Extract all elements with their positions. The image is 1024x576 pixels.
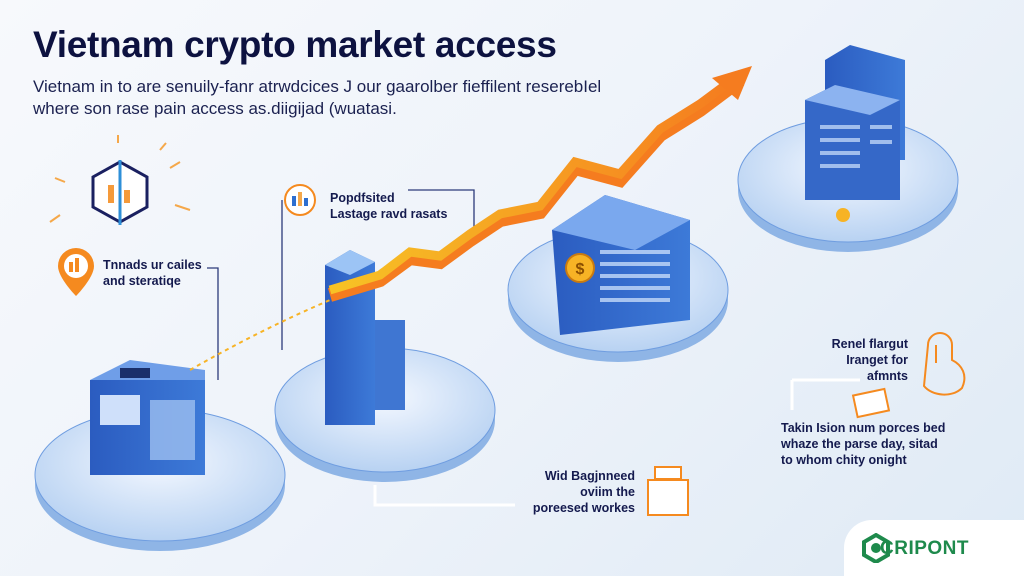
platform-left xyxy=(34,360,286,551)
callout-line: to whom chity onight xyxy=(781,453,907,467)
document-icon xyxy=(851,387,891,419)
callout-line: Iranget for xyxy=(846,353,908,367)
page-title: Vietnam crypto market access xyxy=(33,24,557,65)
subtitle: Vietnam in to are senuily-fanr atrwdcice… xyxy=(33,76,601,120)
dollar-coin-icon xyxy=(565,253,595,283)
callout-renel: Renel flargut Iranget for afmnts xyxy=(800,336,908,384)
callout-line: afmnts xyxy=(867,369,908,383)
svg-text:$: $ xyxy=(576,261,585,278)
box-icon xyxy=(647,466,689,516)
callout-line: poreesed workes xyxy=(532,501,635,515)
brand-name: CRIPONT xyxy=(880,538,969,559)
callout-line: Renel flargut xyxy=(831,337,908,351)
callout-line: whaze the parse day, sitad xyxy=(781,437,938,451)
connector-lines xyxy=(207,189,860,507)
callout-popdfsited: Popdfsited Lastage ravd rasats xyxy=(330,190,447,222)
platform-top-right xyxy=(737,45,959,252)
callout-line: oviim the xyxy=(580,485,635,499)
callout-line: Lastage ravd rasats xyxy=(330,207,448,221)
target-chart-icon xyxy=(284,184,316,216)
callout-line: and steratiqe xyxy=(103,274,181,288)
callout-line: Tnnads ur cailes xyxy=(103,258,202,272)
callout-line: Wid Bagjnneed xyxy=(544,469,635,483)
hexagon-chart-icon xyxy=(49,135,191,225)
callout-wid: Wid Bagjnneed oviim the poreesed workes xyxy=(520,468,635,516)
hand-icon xyxy=(922,332,966,396)
rising-arrow xyxy=(189,66,752,371)
callout-trends: Tnnads ur cailes and steratiqe xyxy=(103,257,202,289)
platform-right: $ xyxy=(507,195,729,362)
subtitle-line: Vietnam in to are senuily-fanr atrwdcice… xyxy=(33,77,602,96)
callout-line: Takin Ision num porces bed xyxy=(781,421,946,435)
subtitle-line: where son rase pain access as.diigijad (… xyxy=(33,99,397,118)
callout-takin: Takin Ision num porces bed whaze the par… xyxy=(781,420,945,468)
location-pin-icon xyxy=(58,248,94,296)
callout-line: Popdfsited xyxy=(330,191,395,205)
cripont-logo-icon xyxy=(862,533,890,563)
